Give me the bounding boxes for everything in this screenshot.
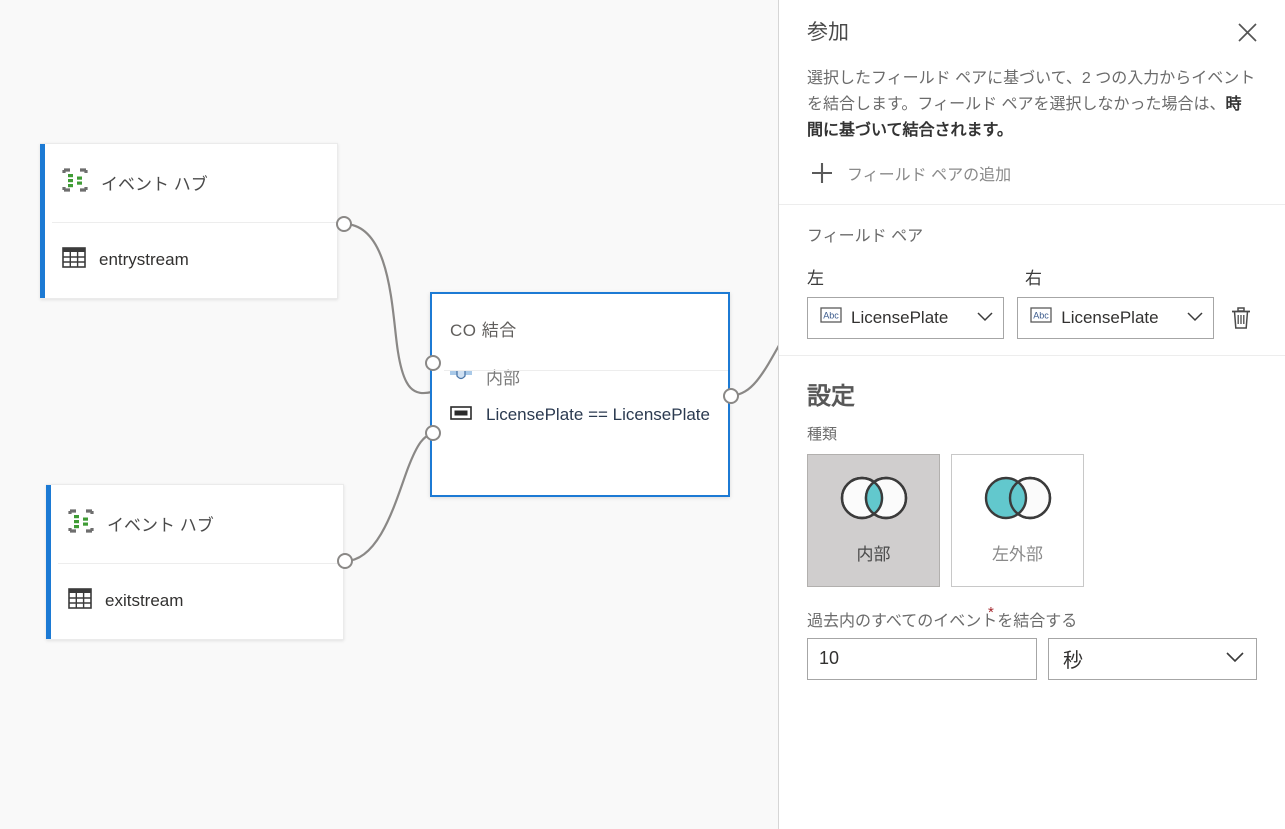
join-window-label-text: 過去内のすべてのイベントを結合する xyxy=(807,612,1078,630)
table-icon xyxy=(62,246,86,273)
panel-description-normal: 選択したフィールド ペアに基づいて、2 つの入力からイベントを結合します。フィー… xyxy=(807,70,1256,113)
join-kind-option-inner[interactable]: 内部 xyxy=(807,453,940,587)
settings-kind-label: 種類 xyxy=(807,425,838,443)
join-node-type-label: 内部 xyxy=(486,369,520,388)
venn-inner-join-icon xyxy=(837,475,911,526)
field-pair-headers: 左 右 xyxy=(807,264,1257,289)
join-node-type-row: 内部 xyxy=(432,364,728,389)
output-port-exit[interactable] xyxy=(337,553,353,569)
join-kind-options: 内部 左外部 xyxy=(807,453,1257,587)
abc-text-type-icon: Abc xyxy=(1030,307,1052,328)
event-hub-icon xyxy=(62,168,88,197)
chevron-down-icon xyxy=(1187,309,1203,327)
node-accent-bar xyxy=(46,485,51,639)
join-window-unit-dropdown[interactable]: 秒 xyxy=(1048,637,1257,680)
node-name-label: exitstream xyxy=(105,590,184,610)
output-port-entry[interactable] xyxy=(336,216,352,232)
join-window-unit-value: 秒 xyxy=(1063,650,1083,673)
join-window-label: 過去内のすべてのイベントを結合する * xyxy=(807,603,1078,631)
node-type-row: イベント ハブ xyxy=(46,485,343,562)
join-kind-option-left-outer[interactable]: 左外部 xyxy=(951,453,1084,587)
chevron-down-icon xyxy=(977,309,993,327)
join-config-panel: 参加 選択したフィールド ペアに基づいて、2 つの入力からイベントを結合します。… xyxy=(778,0,1285,829)
condition-icon xyxy=(450,405,472,425)
edge-exit-to-join xyxy=(344,432,433,563)
field-pair-right-header: 右 xyxy=(1025,268,1042,288)
join-node-condition-label: LicensePlate == LicensePlate xyxy=(486,405,710,424)
panel-divider-1 xyxy=(779,203,1285,205)
field-pair-right-value: LicensePlate xyxy=(1061,307,1159,327)
input-port-join-bottom[interactable] xyxy=(425,425,441,441)
plus-icon xyxy=(807,158,837,188)
field-pair-section-label: フィールド ペア xyxy=(807,227,924,245)
field-pair-row: Abc LicensePlate Abc xyxy=(807,296,1257,339)
chevron-down-icon xyxy=(1226,650,1244,668)
node-divider xyxy=(58,563,343,564)
join-kind-option-left-outer-label: 左外部 xyxy=(992,545,1043,565)
join-window-value-input[interactable] xyxy=(807,637,1037,680)
input-port-join-top[interactable] xyxy=(425,355,441,371)
join-node-title: CO 結合 xyxy=(450,321,517,340)
add-field-pair-label: フィールド ペアの追加 xyxy=(847,166,1012,184)
field-pair-right-dropdown[interactable]: Abc LicensePlate xyxy=(1017,296,1215,339)
node-name-label: entrystream xyxy=(99,249,189,269)
venn-left-outer-join-icon xyxy=(981,475,1055,526)
node-type-row: イベント ハブ xyxy=(40,144,337,221)
join-node-condition-row: LicensePlate == LicensePlate xyxy=(432,405,728,425)
node-join[interactable]: CO 結合 内部 xyxy=(430,292,730,497)
add-field-pair-button[interactable]: フィールド ペアの追加 xyxy=(807,158,1257,188)
node-event-hub-entry[interactable]: イベント ハブ entrystream xyxy=(40,143,338,299)
node-event-hub-exit[interactable]: イベント ハブ exitstream xyxy=(46,484,344,640)
table-icon xyxy=(68,587,92,614)
join-kind-option-inner-label: 内部 xyxy=(856,545,891,565)
event-hub-icon xyxy=(68,509,94,538)
join-node-divider xyxy=(444,370,728,371)
node-divider xyxy=(52,222,337,223)
output-port-join[interactable] xyxy=(723,388,739,404)
edge-join-to-output xyxy=(730,344,778,398)
trash-icon[interactable] xyxy=(1224,298,1257,338)
field-pair-left-value: LicensePlate xyxy=(851,307,949,327)
svg-text:Abc: Abc xyxy=(1033,311,1049,321)
node-name-row: exitstream xyxy=(46,562,343,639)
panel-description-bold: 時間に基づいて結合されます。 xyxy=(807,95,1242,139)
panel-title: 参加 xyxy=(807,21,849,44)
node-type-label: イベント ハブ xyxy=(101,175,208,194)
field-pair-left-dropdown[interactable]: Abc LicensePlate xyxy=(807,296,1005,339)
svg-text:Abc: Abc xyxy=(823,311,839,321)
join-type-icon xyxy=(450,367,472,387)
panel-description: 選択したフィールド ペアに基づいて、2 つの入力からイベントを結合します。フィー… xyxy=(807,66,1257,144)
node-accent-bar xyxy=(40,144,45,298)
node-type-label: イベント ハブ xyxy=(107,516,214,535)
node-name-row: entrystream xyxy=(40,221,337,298)
edge-entry-to-join xyxy=(343,222,433,395)
panel-divider-2 xyxy=(779,354,1285,356)
abc-text-type-icon: Abc xyxy=(820,307,842,328)
flow-canvas[interactable]: イベント ハブ entrystream xyxy=(0,0,778,829)
required-marker: * xyxy=(988,603,994,621)
join-window-controls: 秒 xyxy=(807,637,1257,680)
panel-header: 参加 xyxy=(779,0,1285,48)
close-icon[interactable] xyxy=(1231,16,1263,48)
settings-title: 設定 xyxy=(807,382,855,410)
field-pair-left-header: 左 xyxy=(807,268,824,288)
